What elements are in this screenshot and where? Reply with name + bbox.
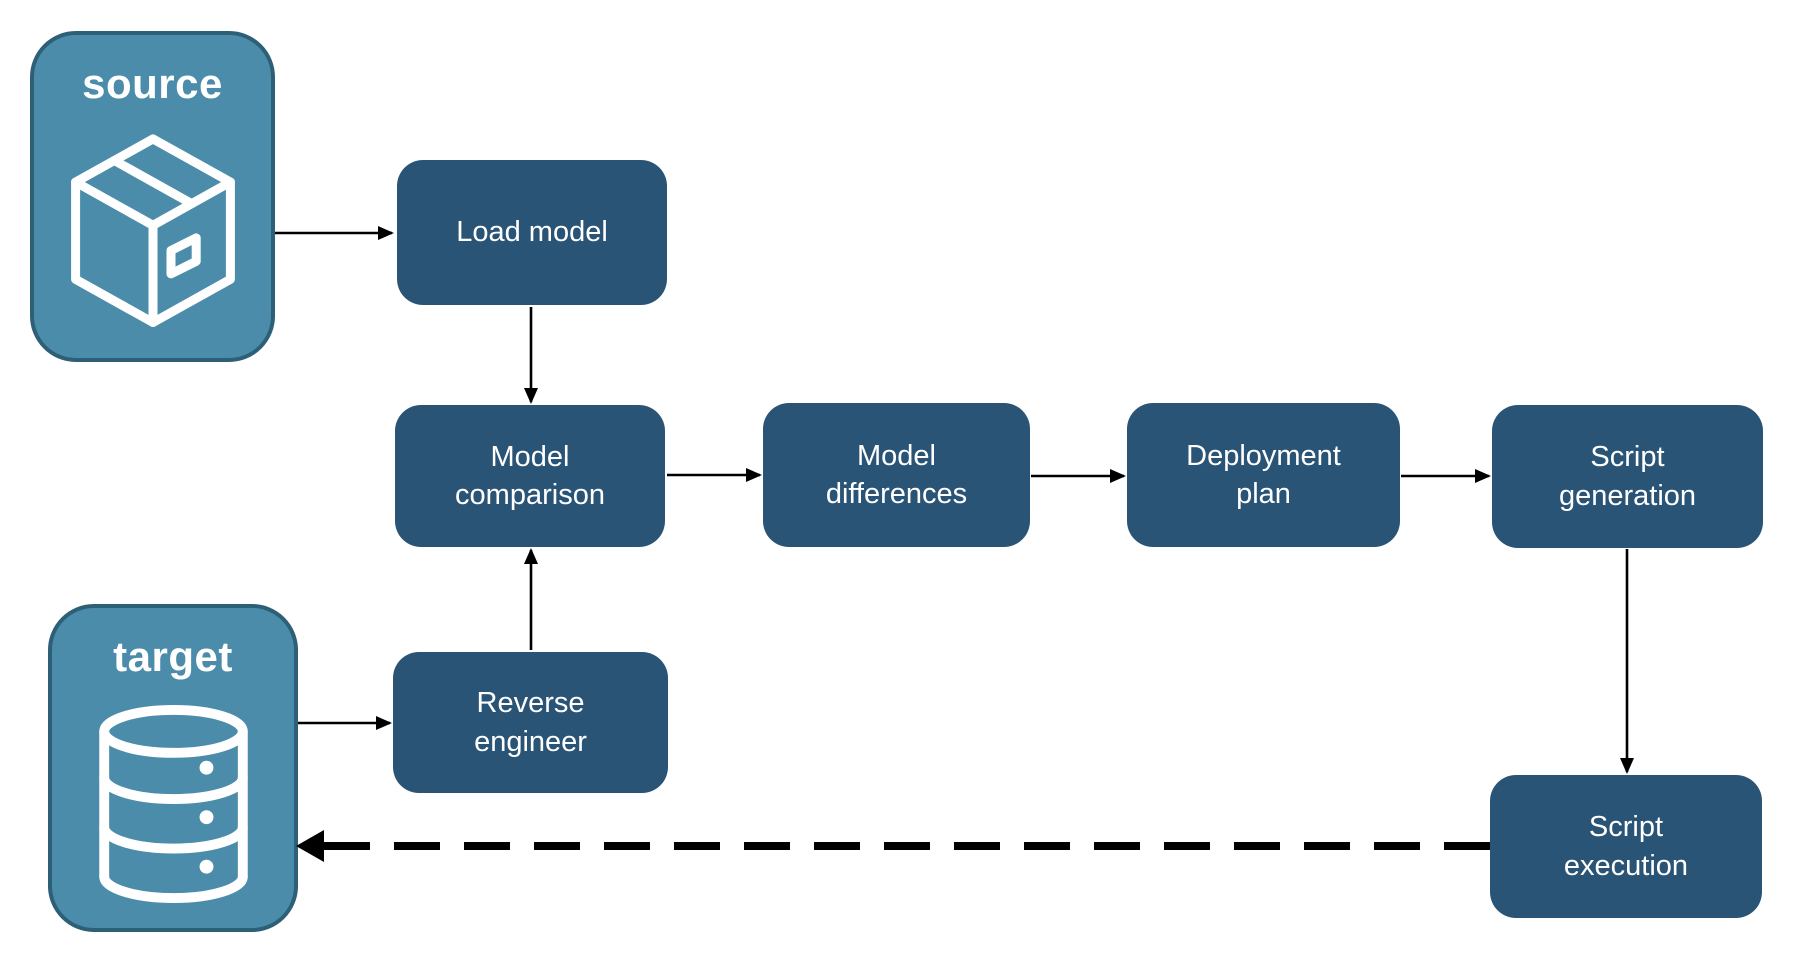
- node-reverse-engineer-label: Reverse engineer: [474, 687, 587, 758]
- node-model-comparison-label: Model comparison: [455, 440, 605, 511]
- node-deployment-plan-label: Deployment plan: [1186, 439, 1341, 510]
- node-script-generation: Script generation: [1492, 405, 1763, 548]
- node-deployment-plan: Deployment plan: [1127, 403, 1400, 547]
- database-icon: [52, 680, 294, 928]
- node-model-differences: Model differences: [763, 403, 1030, 547]
- target-label: target: [113, 633, 233, 680]
- node-reverse-engineer: Reverse engineer: [393, 652, 668, 793]
- arrow-script-execution-to-target: [296, 830, 1490, 862]
- target-container: target: [48, 604, 298, 932]
- source-container: source: [30, 31, 275, 362]
- node-script-generation-label: Script generation: [1558, 441, 1697, 512]
- node-script-execution: Script execution: [1490, 775, 1762, 918]
- node-load-model-label: Load model: [456, 216, 608, 249]
- package-icon: [34, 107, 271, 358]
- node-load-model: Load model: [397, 160, 667, 305]
- node-model-differences-label: Model differences: [825, 439, 968, 510]
- source-label: source: [82, 60, 223, 107]
- node-script-execution-label: Script execution: [1563, 811, 1689, 882]
- node-model-comparison: Model comparison: [395, 405, 665, 547]
